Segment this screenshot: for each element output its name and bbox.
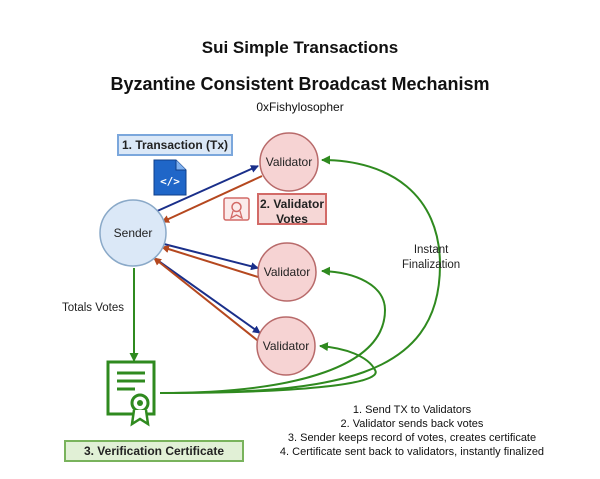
sender-node — [99, 199, 167, 267]
instant-line-2: Finalization — [402, 259, 461, 271]
transaction-box: 1. Transaction (Tx) — [117, 134, 233, 156]
certificate-stamp-icon — [223, 197, 250, 221]
tx-arrow-validator3 — [149, 254, 261, 334]
instant-line-1: Instant — [413, 244, 449, 256]
certificate-document-icon — [106, 360, 156, 427]
author-credit: 0xFishylosopher — [256, 100, 344, 114]
validator-node-3 — [256, 316, 316, 376]
votes-line-1: 2. Validator — [259, 197, 325, 211]
step-item: 2. Validator sends back votes — [340, 418, 484, 430]
step-item: 1. Send TX to Validators — [352, 404, 472, 416]
vote-arrow-validator2 — [161, 245, 259, 278]
finalize-arrow-validator3 — [159, 342, 377, 394]
steps-list: 1. Send TX to Validators 2. Validator se… — [262, 403, 562, 459]
validator-node-1 — [259, 132, 319, 192]
finalize-arrow-validator1 — [159, 155, 442, 394]
validator-2-label: Validator — [263, 265, 311, 279]
diagram-subtitle: Byzantine Consistent Broadcast Mechanism — [110, 74, 490, 94]
svg-text:</>: </> — [160, 175, 180, 188]
validator-3-label: Validator — [262, 339, 310, 353]
code-file-icon: </> — [153, 159, 187, 196]
validator-1-label: Validator — [265, 155, 313, 169]
vote-arrow-validator1 — [161, 175, 263, 223]
step-item: 4. Certificate sent back to validators, … — [279, 446, 545, 458]
sender-label: Sender — [113, 226, 153, 240]
totals-votes-label: Totals Votes — [62, 302, 125, 314]
verification-certificate-box: 3. Verification Certificate — [64, 440, 244, 462]
finalize-arrow-validator2 — [159, 266, 387, 394]
tx-arrow-validator1 — [154, 165, 259, 213]
diagram-title: Sui Simple Transactions — [201, 38, 399, 57]
validator-node-2 — [257, 242, 317, 302]
votes-line-2: Votes — [276, 212, 308, 226]
instant-finalization-label: Instant Finalization — [402, 243, 460, 273]
vote-arrow-validator3 — [153, 257, 263, 345]
step-item: 3. Sender keeps record of votes, creates… — [287, 432, 537, 444]
validator-votes-box: 2. Validator Votes — [257, 193, 327, 226]
tx-arrow-validator2 — [159, 242, 259, 271]
